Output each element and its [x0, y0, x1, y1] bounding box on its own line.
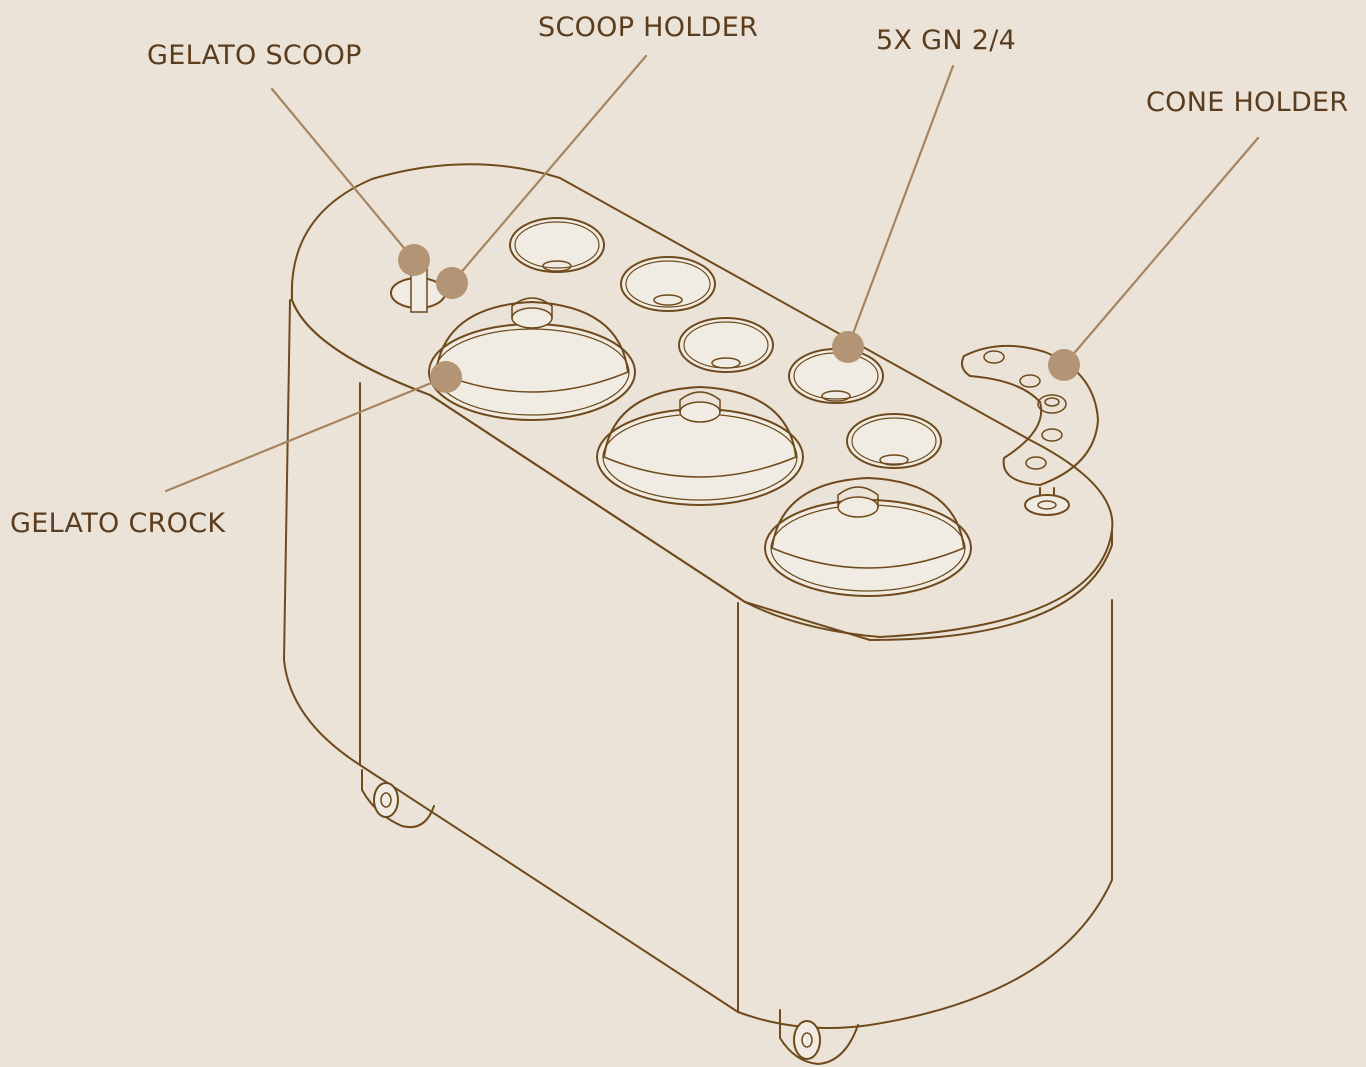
wheel-right [779, 1009, 859, 1065]
label-gn-pans: 5X GN 2/4 [876, 25, 1017, 56]
marker-gn-pans [832, 331, 864, 363]
label-cone-holder: CONE HOLDER [1146, 87, 1349, 118]
label-gelato-crock: GELATO CROCK [10, 508, 226, 539]
callout-line-gn-pans [846, 64, 955, 349]
marker-gelato-scoop [398, 244, 430, 276]
gn-pan-2 [620, 256, 716, 312]
cart-body [283, 299, 1113, 1029]
gelato-crock-2 [596, 386, 804, 506]
label-scoop-holder: SCOOP HOLDER [538, 12, 759, 43]
gelato-crock-3 [764, 477, 972, 597]
gn-pan-5 [846, 413, 942, 469]
callout-line-gelato-crock [164, 375, 448, 493]
cone-holder-rack [961, 344, 1099, 516]
callout-line-scoop-holder [450, 54, 648, 285]
marker-scoop-holder [436, 267, 468, 299]
label-gelato-scoop: GELATO SCOOP [147, 40, 362, 71]
callout-lines [164, 54, 1260, 493]
wheel-left [361, 769, 435, 828]
countertop [290, 163, 1114, 641]
marker-gelato-crock [430, 361, 462, 393]
callout-line-gelato-scoop [270, 87, 416, 262]
gelato-crocks [428, 297, 972, 597]
gn-pan-1 [509, 217, 605, 273]
gn-pan-3 [678, 317, 774, 373]
marker-cone-holder [1048, 349, 1080, 381]
gn-pan-openings [509, 217, 942, 469]
gelato-crock-1 [428, 297, 636, 421]
callout-markers [398, 244, 1080, 393]
callout-line-cone-holder [1062, 136, 1260, 367]
